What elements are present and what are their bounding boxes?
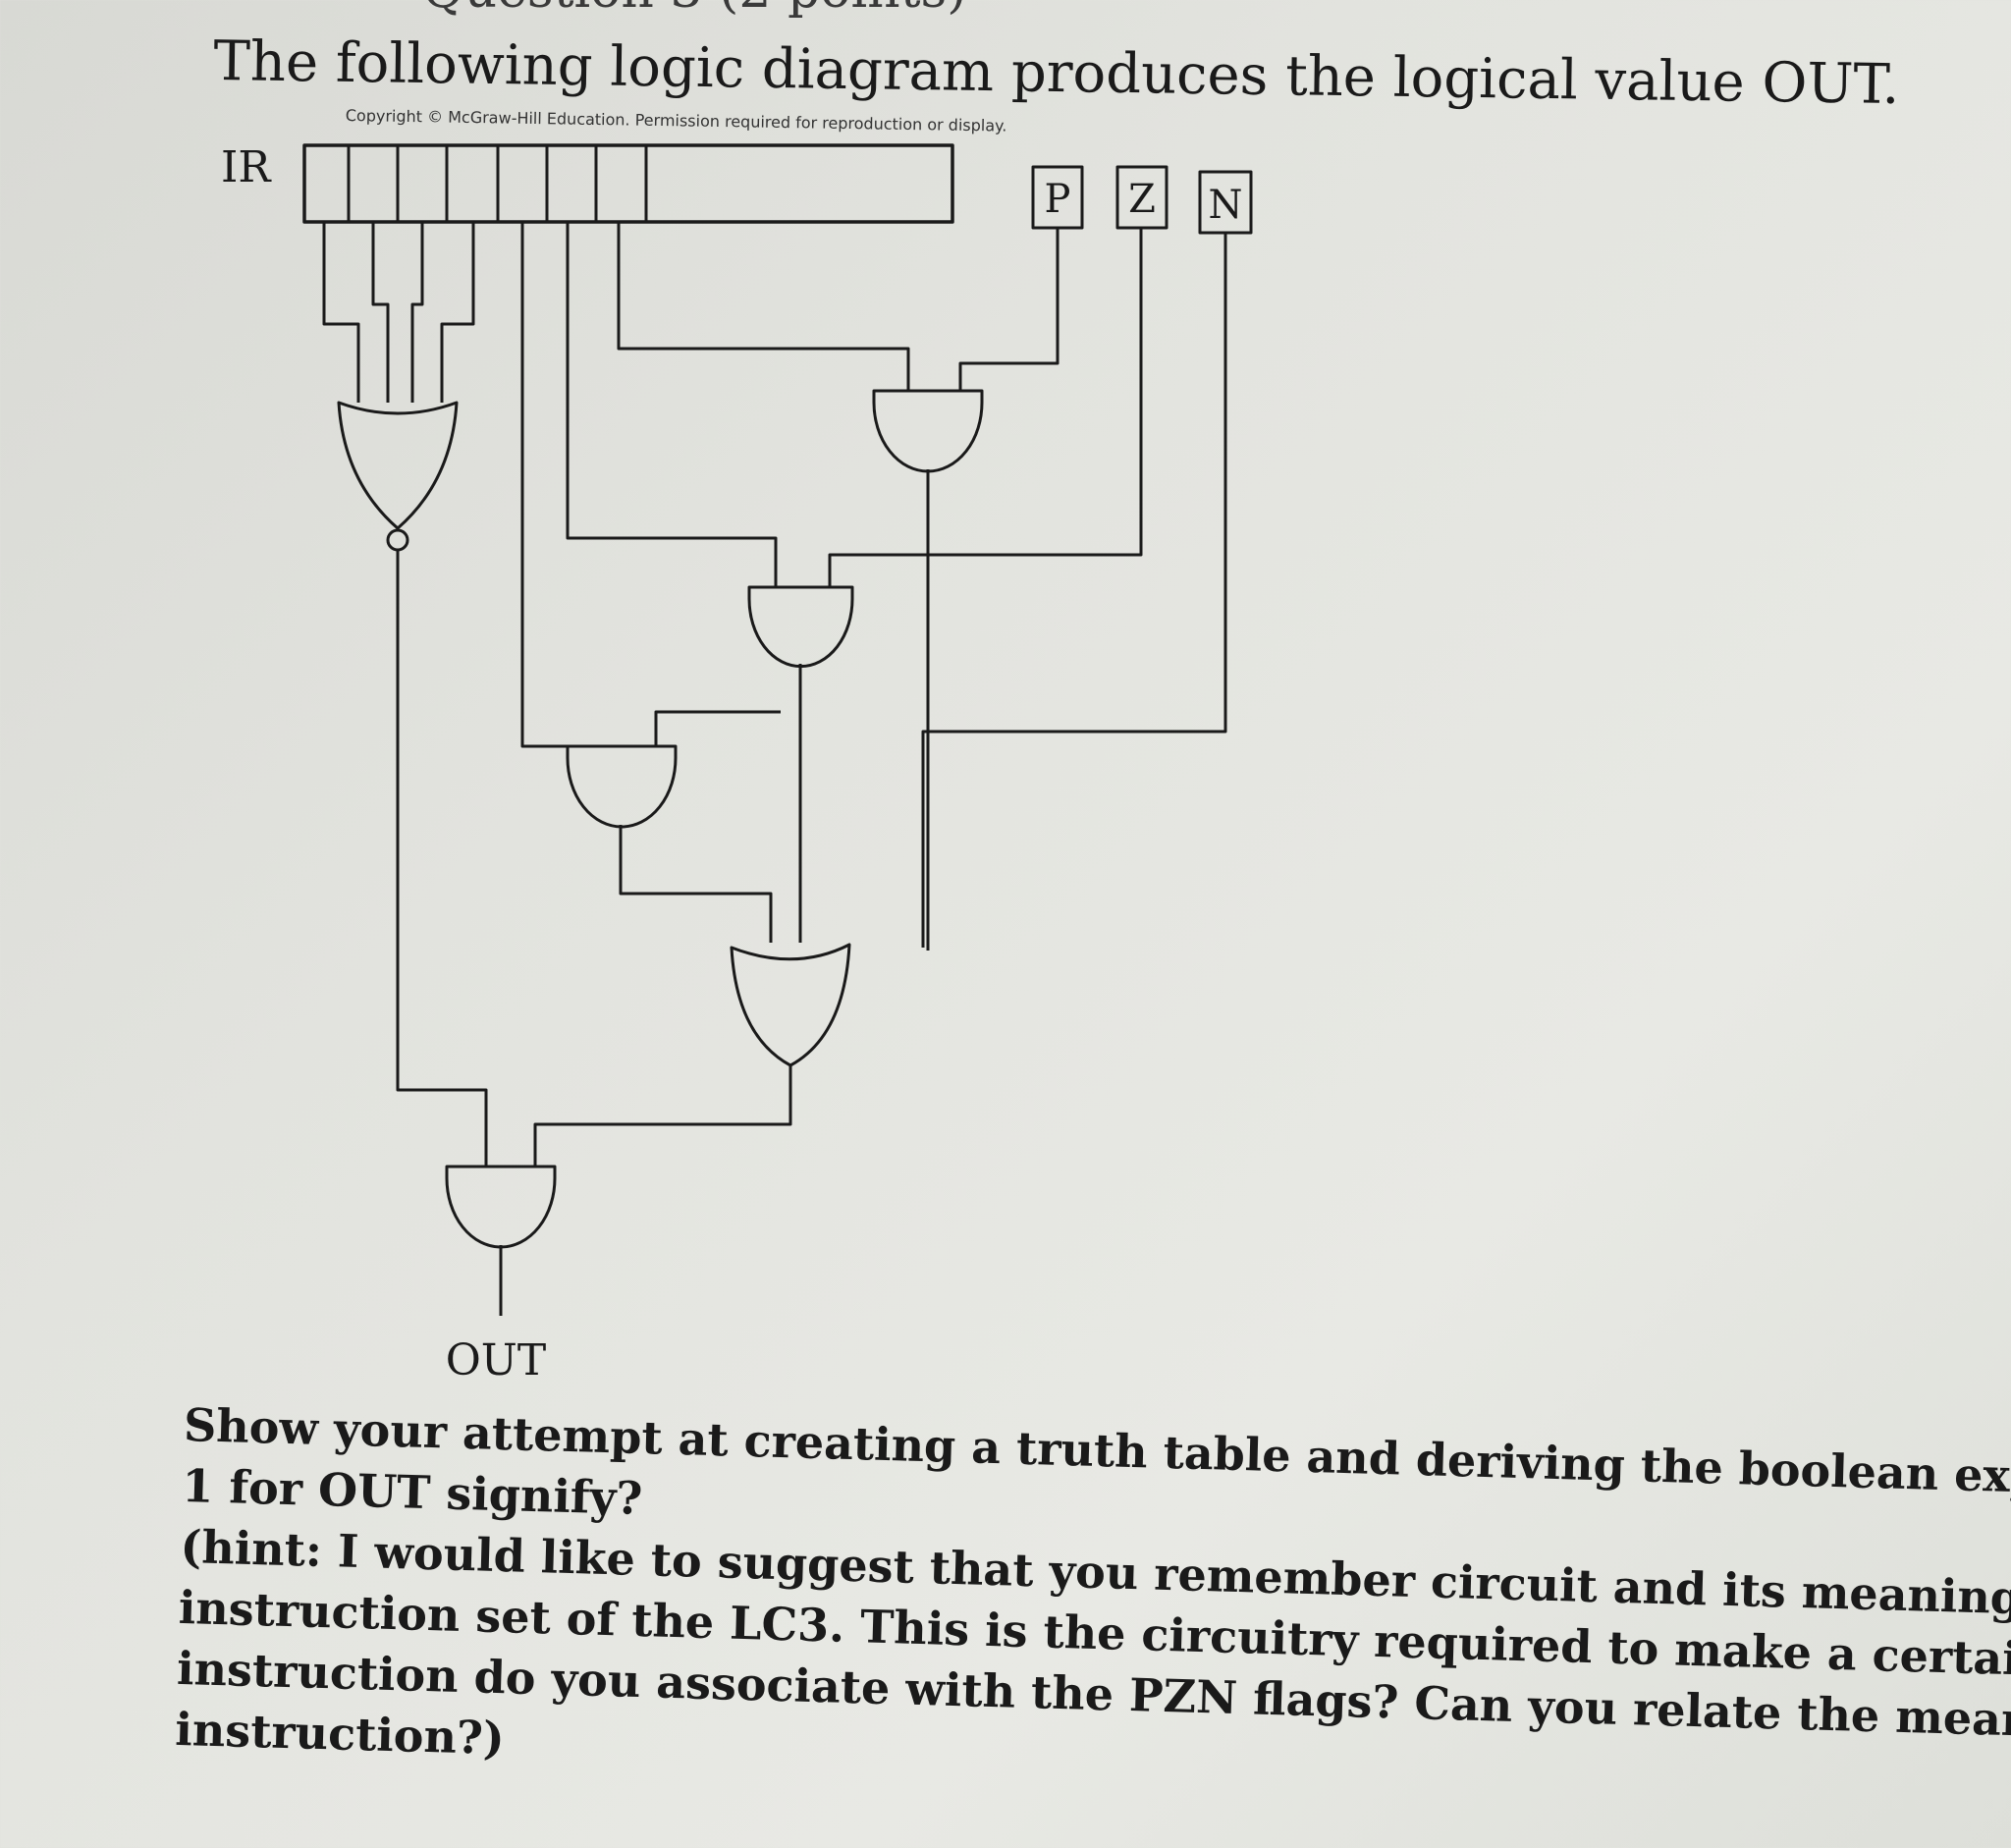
ir-bit-dividers: [347, 145, 648, 222]
wire-and3-in-right: [654, 710, 781, 746]
out-label: OUT: [446, 1335, 547, 1386]
or-input-wires: [322, 222, 475, 403]
wire-or-to-final-and: [396, 550, 488, 1167]
flag-label-p: P: [1045, 177, 1071, 222]
wire-and3-out: [619, 825, 773, 943]
and-gate-3: [566, 744, 678, 829]
ir-label: IR: [221, 142, 272, 192]
wire-or2-out: [533, 1065, 792, 1167]
wire-z: [828, 228, 1143, 587]
question-body: Show your attempt at creating a truth ta…: [175, 1394, 2011, 1821]
flag-label-n: N: [1209, 183, 1243, 228]
flag-label-z: Z: [1128, 177, 1156, 222]
or-gate-2: [730, 943, 851, 1067]
or-gate-top: [337, 401, 459, 530]
ir-register: [302, 143, 954, 224]
wire-n: [921, 233, 1227, 948]
wire-p: [958, 228, 1060, 391]
and-gate-1: [872, 389, 984, 473]
or-gate-bubble: [386, 528, 409, 552]
question-heading-cut: Question 3 (2 points): [422, 0, 967, 20]
and-gate-final: [445, 1165, 557, 1249]
and-gate-2: [747, 585, 854, 669]
wire-ir-to-and1: [617, 222, 910, 391]
logic-diagram: IR P Z N OUT: [221, 142, 1253, 1386]
wire-ir-to-and3: [520, 222, 594, 748]
wire-ir-to-and2: [566, 222, 778, 587]
